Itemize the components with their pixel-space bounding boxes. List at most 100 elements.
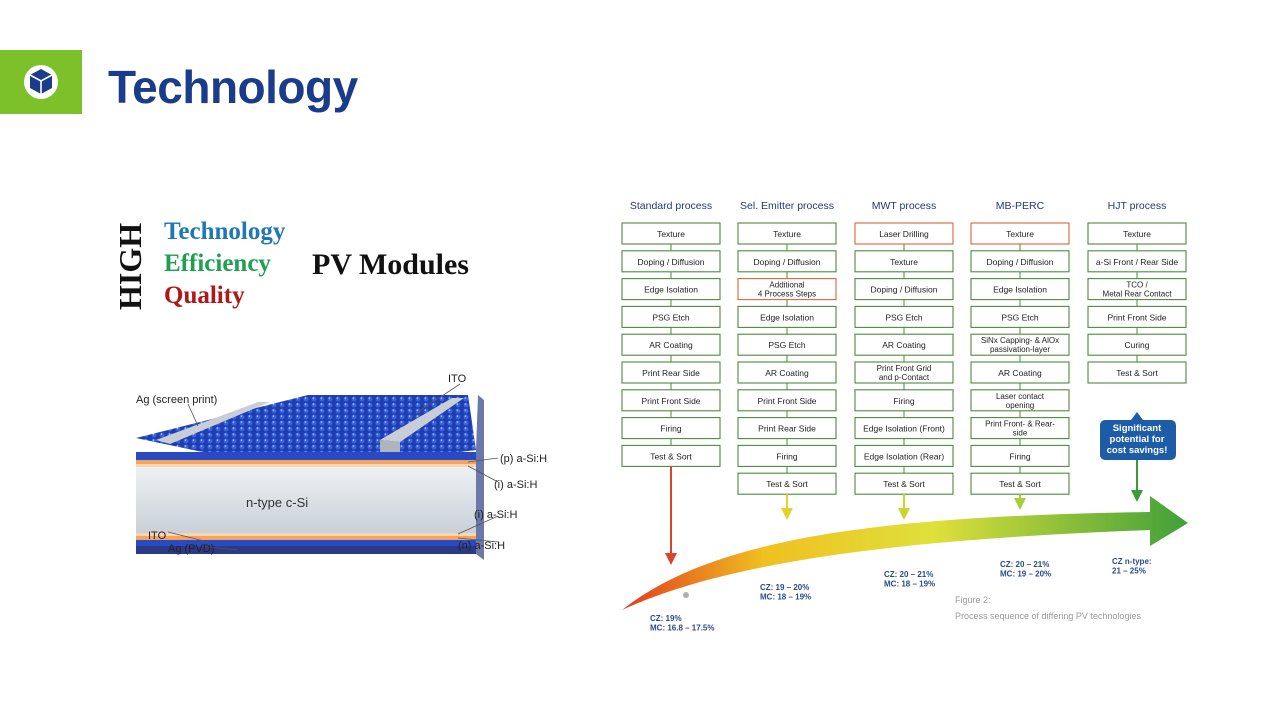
callout-pointer bbox=[1131, 412, 1143, 420]
process-step-label: opening bbox=[1006, 401, 1034, 410]
process-step-label: passivation-layer bbox=[990, 345, 1050, 354]
efficiency-label: CZ n-type: bbox=[1112, 557, 1152, 566]
label-ag-bottom: Ag (PVD) bbox=[168, 543, 214, 555]
label-core: n-type c-Si bbox=[246, 495, 308, 510]
efficiency-trend-arrow bbox=[622, 496, 1188, 610]
process-step-label: Texture bbox=[773, 229, 801, 239]
process-step-label: Firing bbox=[776, 451, 798, 461]
process-step-label: Edge Isolation (Front) bbox=[863, 424, 945, 434]
label-p-asi: (p) a-Si:H bbox=[500, 453, 547, 465]
process-step-label: Firing bbox=[660, 424, 682, 434]
process-step-label: Edge Isolation bbox=[993, 285, 1047, 295]
process-step-label: Laser Drilling bbox=[879, 229, 929, 239]
efficiency-label: MC: 18 – 19% bbox=[884, 580, 935, 589]
process-step-label: TCO / bbox=[1126, 281, 1148, 290]
efficiency-label: CZ: 19 – 20% bbox=[760, 583, 809, 592]
layer-ito-front bbox=[136, 452, 476, 460]
callout-text: cost savings! bbox=[1107, 445, 1168, 456]
process-step-box bbox=[854, 250, 954, 273]
process-step-label: Edge Isolation bbox=[760, 312, 814, 322]
layer-p-asi bbox=[136, 460, 476, 464]
process-arrow-head bbox=[1131, 490, 1143, 502]
process-step-label: Doping / Diffusion bbox=[638, 257, 705, 267]
label-i-asi-bottom: (i) a-Si:H bbox=[474, 509, 517, 521]
process-step-label: Doping / Diffusion bbox=[754, 257, 821, 267]
process-step-label: Print Front Side bbox=[757, 396, 816, 406]
process-step-label: Metal Rear Contact bbox=[1103, 290, 1173, 299]
process-step-box bbox=[1087, 361, 1187, 384]
process-step-label: Test & Sort bbox=[883, 479, 925, 489]
tagline-product: PV Modules bbox=[312, 248, 469, 281]
process-step-label: AR Coating bbox=[998, 368, 1042, 378]
process-step-label: PSG Etch bbox=[652, 312, 690, 322]
process-step-label: a-Si Front / Rear Side bbox=[1096, 257, 1178, 267]
process-step-box bbox=[621, 250, 721, 273]
label-ag-top: Ag (screen print) bbox=[136, 394, 217, 406]
process-step-label: Texture bbox=[890, 257, 918, 267]
process-step-label: Print Rear Side bbox=[642, 368, 700, 378]
efficiency-label: MC: 16.8 – 17.5% bbox=[650, 624, 714, 633]
process-arrow-head bbox=[1014, 498, 1026, 510]
layer-n-asi bbox=[136, 536, 476, 540]
process-step-label: Print Front- & Rear- bbox=[985, 420, 1055, 429]
process-step-label: Test & Sort bbox=[650, 451, 692, 461]
start-dot bbox=[683, 592, 689, 598]
efficiency-label: MC: 19 – 20% bbox=[1000, 570, 1051, 579]
process-step-box bbox=[1087, 250, 1187, 273]
tagline-word-efficiency: Efficiency bbox=[164, 250, 271, 277]
process-step-box bbox=[737, 250, 837, 273]
ito-finger bbox=[380, 398, 464, 442]
column-title: Standard process bbox=[630, 200, 712, 212]
tagline-high: HIGH bbox=[112, 222, 148, 310]
process-step-box bbox=[970, 250, 1070, 273]
layer-ito-back bbox=[136, 540, 476, 546]
process-step-label: Print Front Side bbox=[641, 396, 700, 406]
callout-text: potential for bbox=[1110, 434, 1165, 445]
tagline-word-technology: Technology bbox=[164, 218, 286, 245]
process-step-label: Doping / Diffusion bbox=[987, 257, 1054, 267]
figure-caption-text: Process sequence of differing PV technol… bbox=[955, 611, 1141, 621]
process-step-label: PSG Etch bbox=[885, 312, 923, 322]
process-step-label: Texture bbox=[657, 229, 685, 239]
process-arrow-head bbox=[665, 553, 677, 565]
process-step-box bbox=[737, 389, 837, 412]
process-step-label: and p-Contact bbox=[879, 373, 930, 382]
process-step-label: SiNx Capping- & AlOx bbox=[981, 336, 1059, 345]
figure-caption-label: Figure 2: bbox=[955, 595, 991, 605]
efficiency-label: MC: 18 – 19% bbox=[760, 593, 811, 602]
layer-i-asi-top bbox=[136, 464, 476, 467]
process-step-label: Print Rear Side bbox=[758, 424, 816, 434]
process-step-label: Firing bbox=[893, 396, 915, 406]
efficiency-label: 21 – 25% bbox=[1112, 567, 1146, 576]
process-step-label: Texture bbox=[1123, 229, 1151, 239]
process-step-label: Print Front Side bbox=[1107, 312, 1166, 322]
layer-i-asi-bottom bbox=[136, 533, 476, 536]
page-title: Technology bbox=[108, 61, 358, 113]
column-title: MWT process bbox=[872, 200, 937, 212]
process-step-label: AR Coating bbox=[649, 340, 693, 350]
process-step-label: Curing bbox=[1124, 340, 1149, 350]
column-title: Sel. Emitter process bbox=[740, 200, 834, 212]
layer-core bbox=[136, 467, 476, 533]
process-step-box bbox=[970, 389, 1070, 412]
process-step-label: Edge Isolation (Rear) bbox=[864, 451, 944, 461]
hjt-cell-diagram: Ag (screen print) ITO (p) a-Si:H (i) a-S… bbox=[136, 373, 547, 560]
label-ito-bottom: ITO bbox=[148, 530, 167, 542]
cost-savings-callout bbox=[1100, 420, 1176, 460]
process-step-label: Test & Sort bbox=[999, 479, 1041, 489]
process-step-box bbox=[621, 389, 721, 412]
layer-ag-back bbox=[136, 546, 476, 554]
label-n-asi: (n) a-Si:H bbox=[458, 540, 505, 552]
process-step-label: Firing bbox=[1009, 451, 1031, 461]
tagline-word-quality: Quality bbox=[164, 282, 245, 309]
process-step-label: Additional bbox=[769, 281, 804, 290]
process-step-label: AR Coating bbox=[882, 340, 926, 350]
process-step-label: PSG Etch bbox=[1001, 312, 1039, 322]
efficiency-label: CZ: 19% bbox=[650, 614, 682, 623]
process-step-label: AR Coating bbox=[765, 368, 809, 378]
process-step-box bbox=[854, 389, 954, 412]
callout-text: Significant bbox=[1113, 423, 1162, 434]
process-step-label: Doping / Diffusion bbox=[871, 285, 938, 295]
process-step-label: Edge Isolation bbox=[644, 285, 698, 295]
